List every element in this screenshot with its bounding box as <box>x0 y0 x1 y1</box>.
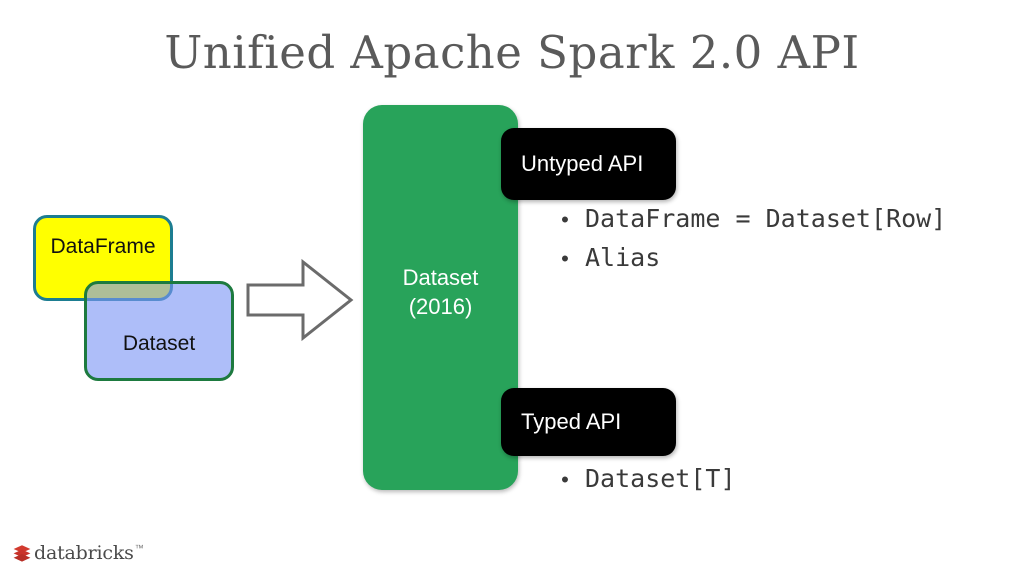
typed-api-bullet-list: • Dataset[T] <box>545 462 736 501</box>
list-item: • Alias <box>545 241 946 276</box>
bullet-marker-icon: • <box>561 207 569 232</box>
list-item-text: Dataset[T] <box>585 464 736 493</box>
dataset-box-label: Dataset <box>122 332 196 355</box>
databricks-stack-icon <box>12 543 32 563</box>
untyped-api-chip: Untyped API <box>501 128 676 200</box>
dataset-unified-panel-label: Dataset (2016) <box>363 263 518 321</box>
trademark-symbol: ™ <box>134 543 144 553</box>
dataset-unified-panel-line2: (2016) <box>408 294 473 319</box>
untyped-api-bullet-list: • DataFrame = Dataset[Row] • Alias <box>545 202 946 280</box>
typed-api-chip: Typed API <box>501 388 676 456</box>
list-item-text: DataFrame = Dataset[Row] <box>585 204 947 233</box>
bullet-marker-icon: • <box>561 246 569 271</box>
list-item: • DataFrame = Dataset[Row] <box>545 202 946 237</box>
list-item: • Dataset[T] <box>545 462 736 497</box>
dataframe-box-label: DataFrame <box>50 235 156 258</box>
typed-api-chip-label: Typed API <box>521 409 622 434</box>
untyped-api-chip-label: Untyped API <box>521 151 644 176</box>
dataframe-dataset-overlap-diagram: DataFrame Dataset <box>33 215 238 385</box>
list-item-text: Alias <box>585 243 661 272</box>
databricks-logo: databricks ™ <box>12 542 144 564</box>
databricks-wordmark: databricks <box>34 542 134 564</box>
arrow-right-outline-icon <box>245 258 355 342</box>
dataset-unified-panel-line1: Dataset <box>402 265 479 290</box>
dataset-box: Dataset <box>84 281 234 381</box>
bullet-marker-icon: • <box>561 467 569 492</box>
page-title: Unified Apache Spark 2.0 API <box>164 26 860 79</box>
dataset-unified-panel: Dataset (2016) <box>363 105 518 490</box>
